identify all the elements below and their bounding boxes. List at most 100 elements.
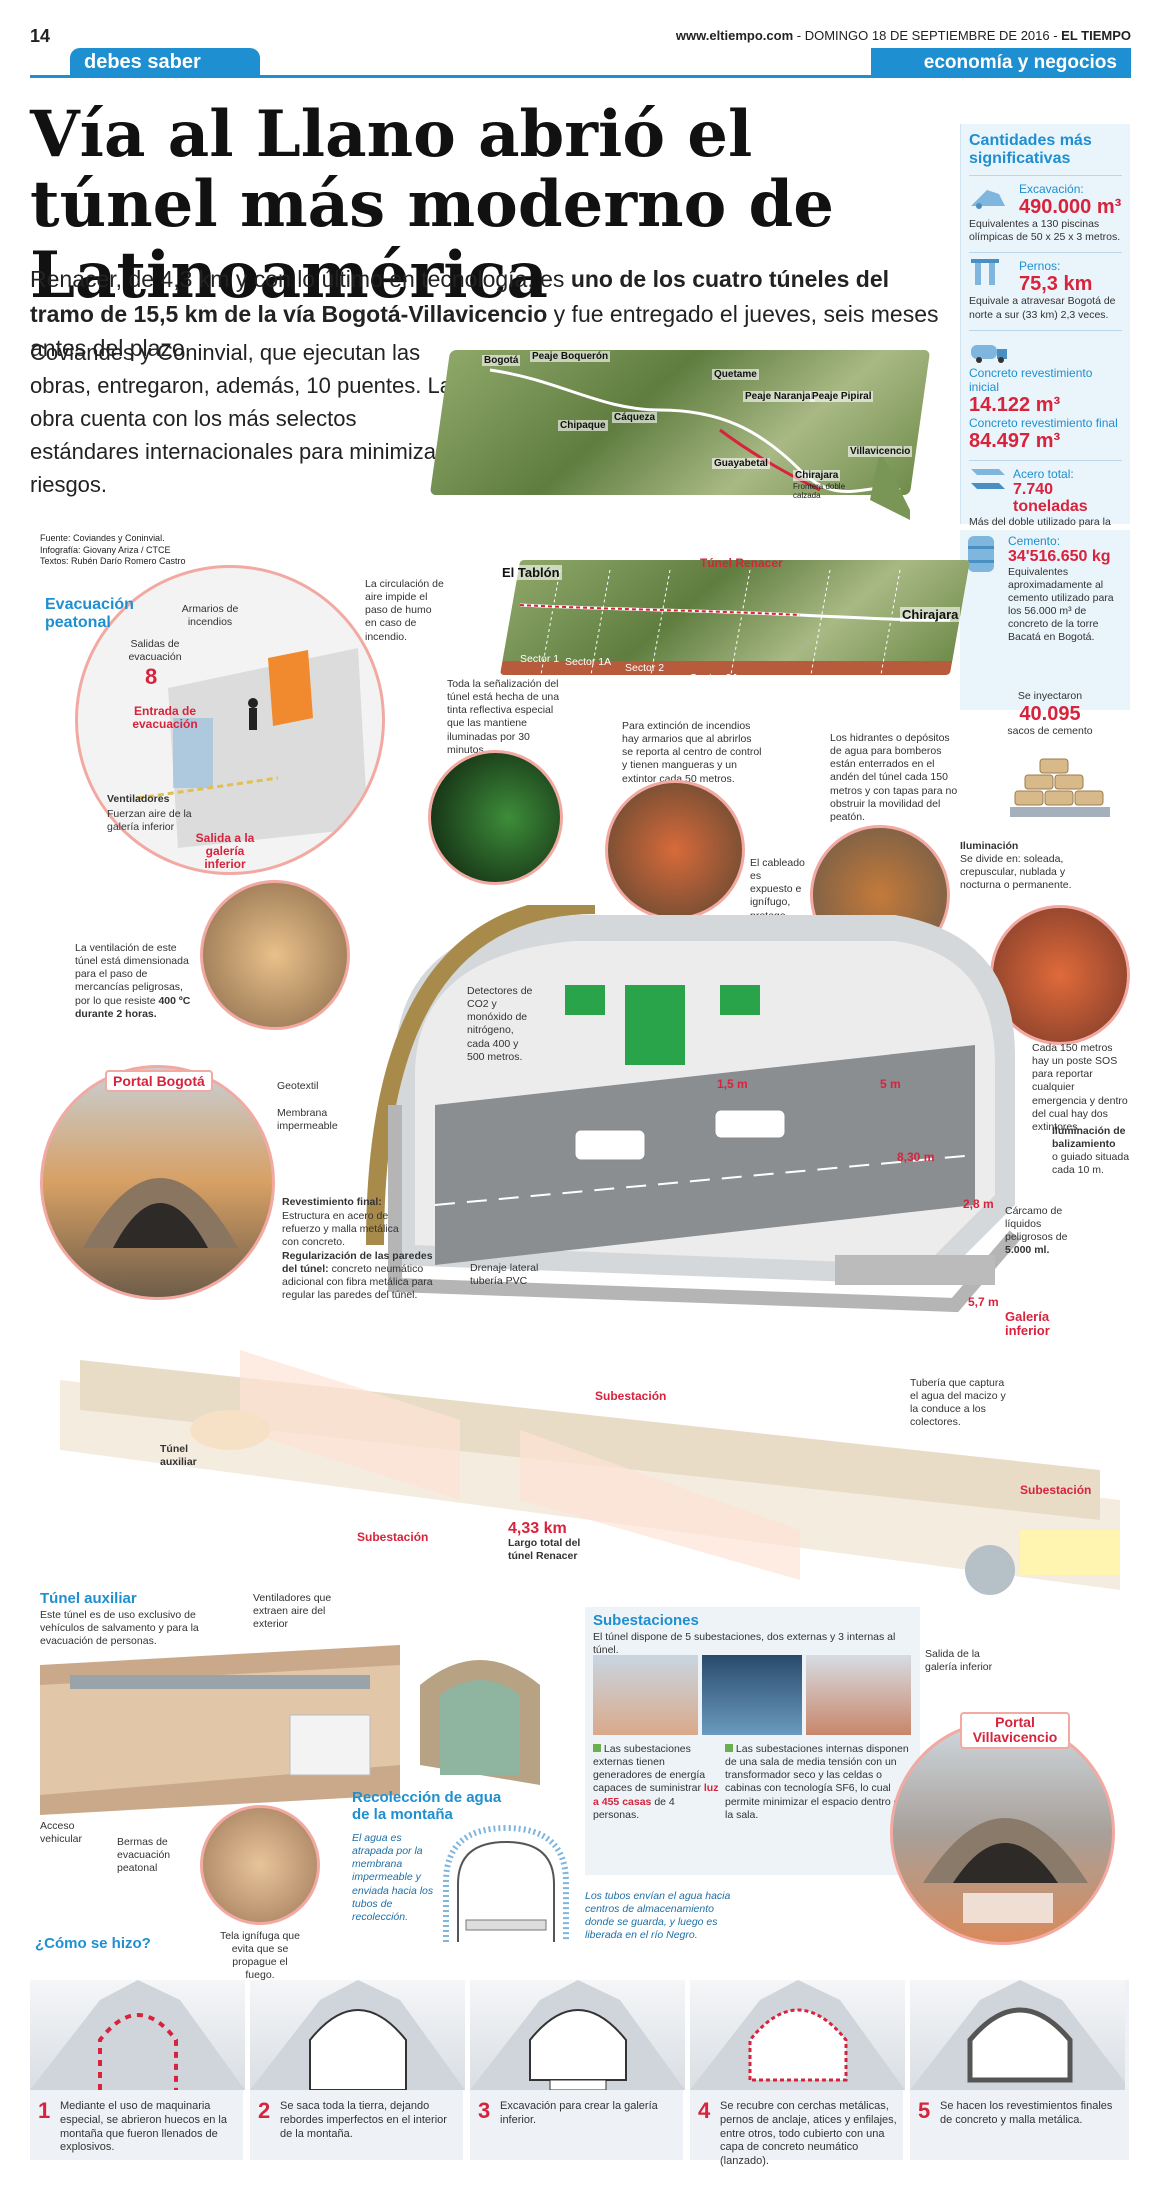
ventilation-photo-circle [200, 880, 350, 1030]
carcamo-text: Cárcamo de líquidos peligrosos de [1005, 1205, 1068, 1244]
green-bullet-icon [725, 1744, 733, 1752]
tunnel-length-note: Largo total del túnel Renacer [508, 1537, 581, 1563]
subestaciones-box: Subestaciones El túnel dispone de 5 sube… [585, 1607, 920, 1875]
tuberia-note: Tubería que captura el agua del macizo y… [910, 1377, 1006, 1429]
tunnel-longitudinal-view [60, 1350, 1120, 1595]
sector-map-route [519, 569, 951, 681]
circulacion-note: La circulación de aire impide el paso de… [365, 578, 444, 643]
fire-cabinet-photo-circle [605, 780, 745, 920]
excavator-icon [971, 190, 1005, 210]
salidas-label: Salidas de evacuación [128, 638, 182, 664]
portal-villavicencio-label: Portal Villavicencio [960, 1712, 1070, 1749]
mixer-truck-icon [971, 344, 1007, 363]
agua-text: El agua es atrapada por la membrana impe… [352, 1832, 434, 1923]
signage-photo-circle [428, 750, 563, 885]
concreto-final-value: 84.497 m³ [969, 429, 1061, 452]
step-3-number: 3 [478, 2098, 491, 2123]
externas-bold: luz a 455 casas [593, 1782, 719, 1808]
section-tab-left: debes saber [70, 48, 260, 78]
map-sector3a: 3A [860, 691, 873, 703]
lede-second: Coviandes y Coninvial, que ejecutan las … [30, 340, 452, 497]
map-bogota: Bogotá [482, 355, 521, 366]
map-sector1a: Sector 1A [565, 656, 612, 668]
lede-bold: uno de los cuatro túneles del tramo de 1… [30, 266, 890, 327]
step-1-illustration [30, 1980, 245, 2090]
section-tab-right: economía y negocios [871, 48, 1131, 78]
step-5-illustration [910, 1980, 1125, 2090]
subestacion-2: Subestación [357, 1530, 429, 1544]
step-5-text: Se hacen los revestimientos finales de c… [940, 2100, 1113, 2126]
acero-value: 7.740 toneladas [1013, 480, 1088, 516]
regularizacion-title: Regularización de las paredes del túnel: [282, 1250, 433, 1276]
page-header: 14 www.eltiempo.com - DOMINGO 18 DE SEPT… [30, 26, 1131, 46]
step-3: 3 Excavación para crear la galería infer… [470, 1980, 685, 2160]
step-5-number: 5 [918, 2098, 931, 2123]
dim-5-7m: 5,7 m [968, 1295, 999, 1309]
cemento-value: 34'516.650 kg [1008, 548, 1111, 565]
map-peaje-pipiral: Peaje Pipiral [810, 391, 874, 402]
map-peaje-boqueron: Peaje Boquerón [530, 351, 611, 362]
agua-title: Recolección de agua de la montaña [352, 1789, 502, 1823]
pernos-note: Equivale a atravesar Bogotá de norte a s… [969, 295, 1116, 321]
senalizacion-note: Toda la señalización del túnel está hech… [447, 678, 560, 756]
portal-bogota-illustration [83, 1178, 238, 1248]
bermas-label: Bermas de evacuación peatonal [117, 1836, 171, 1875]
sidebar-title: Cantidades más significativas [969, 132, 1092, 167]
page-number: 14 [30, 26, 51, 46]
map-chirajara-note: Frontera doble calzada [793, 482, 846, 500]
map-tunel-renacer: Túnel Renacer [700, 556, 783, 570]
step-3-text: Excavación para crear la galería inferio… [500, 2100, 658, 2126]
map-guayabetal: Guayabetal [712, 458, 770, 469]
map-sector2: Sector 2 [625, 662, 665, 674]
ventilacion-note: La ventilación de este túnel está dimens… [75, 942, 195, 1021]
excavacion-value: 490.000 m³ [1019, 196, 1122, 219]
step-2: 2 Se saca toda la tierra, dejando rebord… [250, 1980, 465, 2160]
carcamo-note: Cárcamo de líquidos peligrosos de 5.000 … [1005, 1205, 1085, 1258]
subestacion-photo-1 [593, 1655, 698, 1735]
map-caqueza: Cáqueza [612, 412, 658, 423]
section-bar: debes saber economía y negocios [30, 48, 1131, 78]
excavacion-note: Equivalentes a 130 piscinas olímpicas de… [969, 218, 1121, 244]
dim-8-30m: 8,30 m [897, 1150, 935, 1164]
lede-paragraph: Renacer, de 4,3 km y con lo último en te… [30, 262, 940, 366]
auxiliar-ventiladores: Ventiladores que extraen aire del exteri… [253, 1592, 332, 1631]
tela-ignifuga-photo-circle [200, 1805, 320, 1925]
header-url[interactable]: www.eltiempo.com [675, 28, 794, 43]
step-1-number: 1 [38, 2098, 51, 2123]
dim-2-8m: 2,8 m [963, 1197, 994, 1211]
carcamo-bold: 5.000 ml. [1005, 1244, 1050, 1257]
barrel-icon [968, 536, 994, 572]
sacos-label: Se inyectaron [1017, 690, 1083, 702]
step-4-number: 4 [698, 2098, 711, 2123]
credit-textos: Textos: Rubén Darío Romero Castro [40, 556, 186, 567]
concreto-final-label: Concreto revestimiento final [969, 415, 1118, 430]
iluminacion-title: Iluminación [960, 840, 1019, 852]
subestaciones-title: Subestaciones [593, 1612, 699, 1629]
quantities-sidebar: Cantidades más significativas Excavación… [960, 124, 1130, 554]
subestacion-photo-3 [806, 1655, 911, 1735]
membrana-label: Membrana impermeable [277, 1107, 338, 1133]
drenaje-label: Drenaje lateral tubería PVC [470, 1262, 539, 1288]
map-sector4a: 4A [935, 701, 948, 713]
cement-bags-icon [1010, 758, 1110, 817]
sidebar-concreto: Concreto revestimiento inicial 14.122 m³… [969, 329, 1122, 452]
ventilacion-text: La ventilación de este túnel está dimens… [75, 942, 189, 1007]
evacuation-illustration [137, 648, 368, 848]
tunel-auxiliar-label: Túnel auxiliar [160, 1443, 197, 1469]
subestacion-3: Subestación [1020, 1483, 1092, 1497]
map-chipaque: Chipaque [558, 420, 608, 431]
acceso-label: Acceso vehicular [40, 1820, 83, 1846]
subestacion-photo-2 [702, 1655, 802, 1735]
como-title: ¿Cómo se hizo? [35, 1935, 151, 1952]
acero-label: Acero total: [1013, 466, 1074, 481]
dim-5m: 5 m [880, 1077, 901, 1091]
step-4-text: Se recubre con cerchas metálicas, pernos… [720, 2100, 897, 2167]
tela-label: Tela ignífuga que evita que se propague … [220, 1930, 300, 1982]
lede-part1: Renacer, de 4,3 km y con lo último en te… [30, 266, 571, 292]
excavacion-label: Excavación: [1019, 182, 1084, 197]
galeria-inferior-label: Galería inferior [1005, 1309, 1050, 1339]
revestimiento-title: Revestimiento final: [282, 1196, 382, 1208]
credit-infografia: Infografía: Giovany Ariza / CTCE [40, 544, 171, 555]
sacos-note: sacos de cemento [1007, 725, 1093, 738]
credits: Fuente: Coviandes y Coninvial. Infografí… [40, 533, 220, 568]
